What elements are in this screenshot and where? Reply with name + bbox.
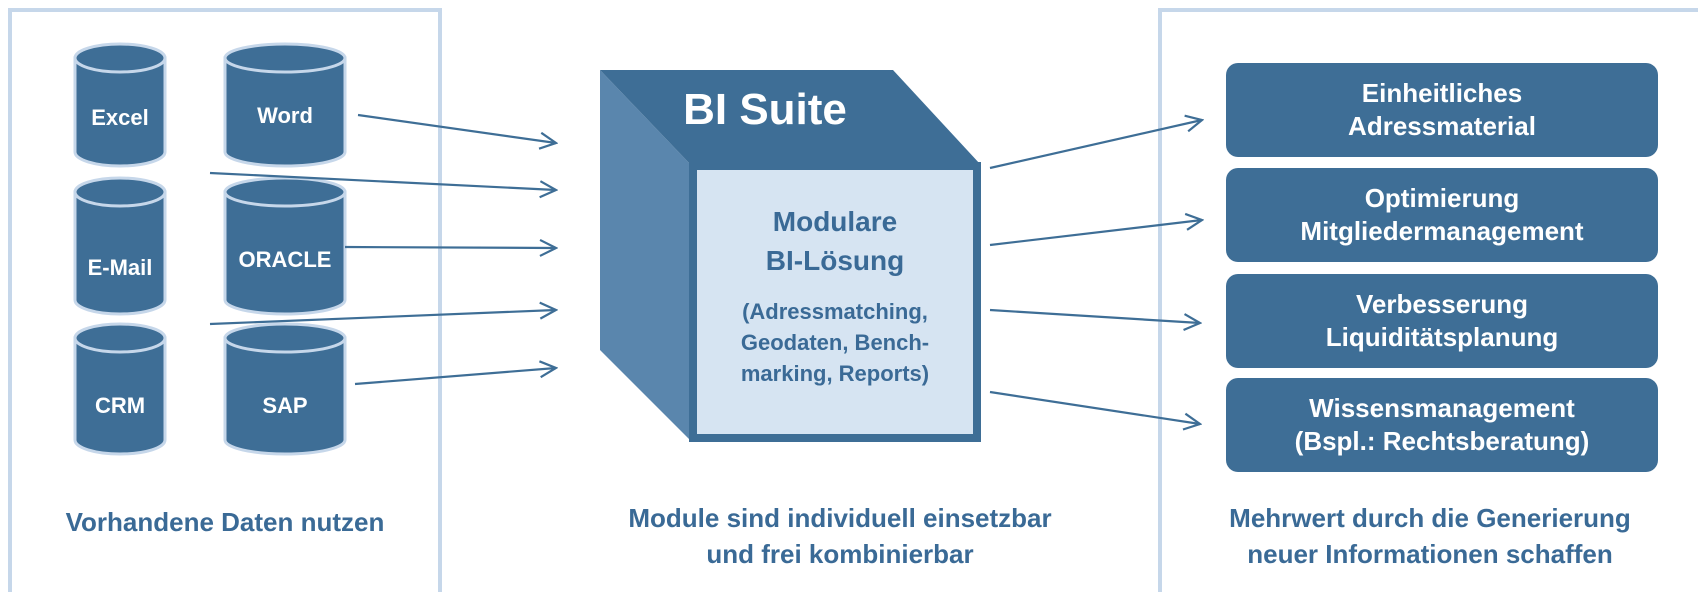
output-text-1: Einheitliches Adressmaterial — [1348, 78, 1536, 141]
output-box-3: Verbesserung Liquiditätsplanung — [1226, 274, 1658, 368]
output-text-2: Optimierung Mitgliedermanagement — [1300, 183, 1584, 246]
cube-detail-line1: (Adressmatching, — [742, 299, 928, 324]
arrow-email — [209, 310, 556, 326]
cube-detail-line3: marking, Reports) — [740, 361, 930, 386]
arrow-output-2 — [989, 220, 1202, 247]
bi-suite-cube — [600, 70, 981, 442]
cube-detail-line2: Geodaten, Bench- — [740, 330, 930, 355]
arrow-output-1 — [989, 120, 1202, 170]
cylinder-crm — [73, 322, 167, 456]
arrow-sap — [354, 368, 556, 386]
output-text-4: Wissensmanagement (Bspl.: Rechtsberatung… — [1294, 393, 1590, 456]
panel-left — [8, 8, 442, 592]
cylinder-word — [223, 42, 347, 168]
output-box-2: Optimierung Mitgliedermanagement — [1226, 168, 1658, 262]
arrow-output-3 — [989, 308, 1200, 323]
arrow-excel — [209, 171, 556, 190]
source-label-oracle: ORACLE — [238, 247, 332, 272]
cylinder-excel — [73, 42, 167, 168]
cube-module-line2: BI-Lösung — [765, 245, 905, 276]
source-label-sap: SAP — [262, 393, 308, 418]
source-label-word: Word — [257, 103, 313, 128]
source-label-excel: Excel — [91, 105, 149, 130]
cube-top — [600, 70, 980, 164]
source-label-crm: CRM — [94, 393, 146, 418]
output-box-4: Wissensmanagement (Bspl.: Rechtsberatung… — [1226, 378, 1658, 472]
arrow-oracle — [344, 247, 556, 248]
panel-right — [1158, 8, 1698, 592]
output-text-3: Verbesserung Liquiditätsplanung — [1325, 289, 1559, 352]
output-arrows — [989, 120, 1202, 424]
output-box-1: Einheitliches Adressmaterial — [1226, 63, 1658, 157]
source-label-email: E-Mail — [87, 255, 153, 280]
cylinder-oracle — [223, 176, 347, 316]
arrow-word — [357, 113, 556, 143]
cylinder-sap — [223, 322, 347, 456]
caption-center: Module sind individuell einsetzbar und f… — [628, 503, 1052, 569]
arrow-output-4 — [989, 390, 1200, 424]
caption-left: Vorhandene Daten nutzen — [65, 507, 385, 537]
input-arrows — [209, 113, 556, 386]
cube-module-line1: Modulare — [772, 206, 898, 237]
cube-title: BI Suite — [683, 85, 847, 134]
cylinder-email — [73, 176, 167, 316]
caption-right: Mehrwert durch die Generierung neuer Inf… — [1229, 503, 1631, 569]
cube-front — [689, 162, 981, 442]
cube-side — [600, 70, 690, 440]
